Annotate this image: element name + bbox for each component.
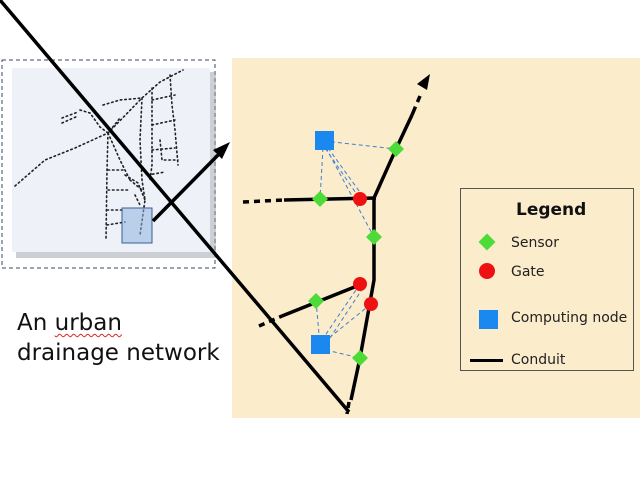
caption: An urban drainage network [17, 308, 220, 368]
caption-text-misspelled: urban [54, 310, 122, 336]
conduits [0, 0, 422, 415]
zoom-region-selection [121, 207, 153, 244]
wireless-links [315, 140, 397, 359]
sensor [352, 350, 368, 366]
legend-item-gate: Gate [461, 262, 633, 284]
gate-circle-icon [479, 263, 495, 279]
legend-label: Computing node [511, 310, 628, 326]
sensor [366, 229, 382, 245]
legend-item-computing-node: Computing node [461, 308, 633, 330]
legend-label: Conduit [511, 352, 566, 368]
legend: Legend Sensor Gate Computing node Condui… [460, 188, 634, 371]
legend-title: Legend [516, 200, 587, 220]
flow-arrowhead-icon [417, 74, 430, 90]
gate [353, 192, 367, 206]
computing-node-square-icon [479, 310, 498, 329]
computing-node [315, 131, 334, 150]
sensor-diamond-icon [478, 233, 496, 251]
gate [353, 277, 367, 291]
computing-nodes [311, 131, 334, 354]
sensor [388, 141, 404, 157]
legend-item-conduit: Conduit [461, 350, 633, 372]
caption-text: An [17, 310, 55, 336]
legend-label: Sensor [511, 235, 559, 251]
legend-item-sensor: Sensor [461, 233, 633, 255]
caption-text: drainage network [17, 340, 220, 366]
computing-node [311, 335, 330, 354]
legend-label: Gate [511, 264, 545, 280]
conduit-line-icon [470, 359, 503, 362]
network-lines [14, 69, 184, 241]
zoom-arrow [151, 142, 230, 223]
gates [353, 192, 378, 311]
sensor [312, 191, 328, 207]
sensor [308, 293, 324, 309]
sensors [308, 141, 404, 366]
gate [364, 297, 378, 311]
